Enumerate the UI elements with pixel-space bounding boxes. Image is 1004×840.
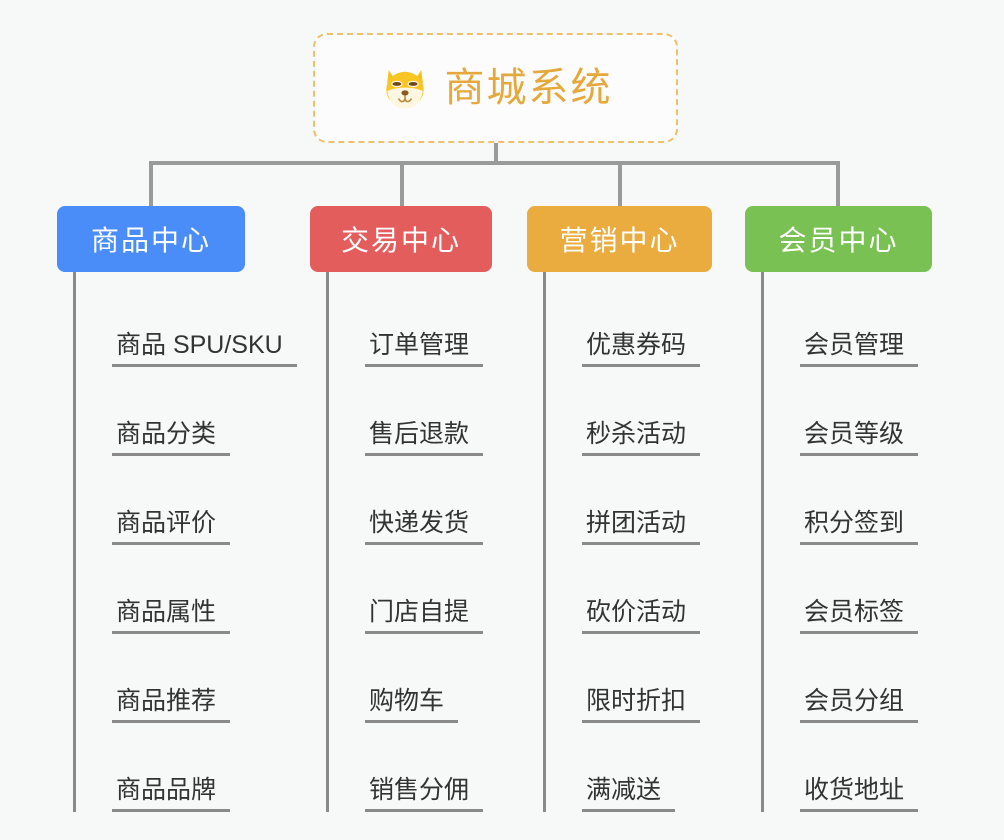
list-item-label: 会员等级 (800, 419, 919, 456)
list-item-label: 销售分佣 (365, 775, 484, 812)
list-item-label: 商品评价 (112, 508, 231, 545)
list-item[interactable]: 砍价活动 (546, 545, 712, 634)
list-item-label: 会员标签 (800, 597, 919, 634)
list-item-label: 优惠券码 (582, 330, 701, 367)
list-item-label: 会员分组 (800, 686, 919, 723)
list-item-label: 商品 SPU/SKU (112, 330, 297, 367)
connector-drop-3 (618, 161, 622, 208)
list-item[interactable]: 秒杀活动 (546, 367, 712, 456)
shiba-dog-face-icon (385, 70, 424, 109)
connector-drop-2 (400, 161, 404, 208)
branch-header-label: 商品中心 (90, 225, 211, 256)
list-item-label: 积分签到 (800, 508, 919, 545)
list-item-label: 商品推荐 (112, 686, 231, 723)
list-item-label: 商品分类 (112, 419, 231, 456)
list-item-label: 拼团活动 (582, 508, 701, 545)
list-item[interactable]: 商品推荐 (76, 634, 297, 723)
list-item-label: 会员管理 (800, 330, 919, 367)
branch-header-label: 会员中心 (778, 225, 899, 256)
branch-header-transaction-center[interactable]: 交易中心 (310, 206, 492, 272)
list-item[interactable]: 积分签到 (764, 456, 932, 545)
list-item-label: 门店自提 (365, 597, 484, 634)
list-item[interactable]: 商品品牌 (76, 723, 297, 812)
list-item[interactable]: 满减送 (546, 723, 712, 812)
list-item[interactable]: 会员等级 (764, 367, 932, 456)
list-item[interactable]: 会员标签 (764, 545, 932, 634)
connector-root-stem (494, 143, 498, 163)
connector-horizontal-bus (149, 161, 837, 165)
list-item[interactable]: 销售分佣 (329, 723, 492, 812)
list-item-label: 快递发货 (365, 508, 484, 545)
connector-drop-1 (149, 161, 153, 208)
list-item-label: 商品属性 (112, 597, 231, 634)
list-item[interactable]: 拼团活动 (546, 456, 712, 545)
list-item[interactable]: 会员分组 (764, 634, 932, 723)
branch-product-center: 商品中心 商品 SPU/SKU 商品分类 商品评价 商品属性 商品推荐 商品品牌 (57, 206, 297, 812)
branch-header-member-center[interactable]: 会员中心 (745, 206, 932, 272)
branch-header-marketing-center[interactable]: 营销中心 (527, 206, 712, 272)
list-item-label: 砍价活动 (582, 597, 701, 634)
branch-header-label: 营销中心 (559, 225, 680, 256)
list-item-label: 限时折扣 (582, 686, 701, 723)
list-item[interactable]: 订单管理 (329, 278, 492, 367)
list-item[interactable]: 商品属性 (76, 545, 297, 634)
list-item[interactable]: 商品评价 (76, 456, 297, 545)
list-item[interactable]: 快递发货 (329, 456, 492, 545)
branch-transaction-center: 交易中心 订单管理 售后退款 快递发货 门店自提 购物车 销售分佣 (310, 206, 492, 812)
branch-body: 优惠券码 秒杀活动 拼团活动 砍价活动 限时折扣 满减送 (543, 272, 712, 812)
branch-header-product-center[interactable]: 商品中心 (57, 206, 245, 272)
branch-body: 订单管理 售后退款 快递发货 门店自提 购物车 销售分佣 (326, 272, 492, 812)
branch-header-label: 交易中心 (340, 225, 461, 256)
list-item-label: 满减送 (582, 775, 676, 812)
list-item[interactable]: 收货地址 (764, 723, 932, 812)
list-item-label: 秒杀活动 (582, 419, 701, 456)
list-item[interactable]: 购物车 (329, 634, 492, 723)
list-item-label: 售后退款 (365, 419, 484, 456)
branch-member-center: 会员中心 会员管理 会员等级 积分签到 会员标签 会员分组 收货地址 (745, 206, 932, 812)
root-node[interactable]: 商城系统 (313, 33, 678, 143)
branch-body: 会员管理 会员等级 积分签到 会员标签 会员分组 收货地址 (761, 272, 932, 812)
branch-body: 商品 SPU/SKU 商品分类 商品评价 商品属性 商品推荐 商品品牌 (73, 272, 297, 812)
root-title: 商城系统 (444, 66, 613, 110)
list-item[interactable]: 限时折扣 (546, 634, 712, 723)
list-item[interactable]: 商品分类 (76, 367, 297, 456)
list-item[interactable]: 商品 SPU/SKU (76, 278, 297, 367)
list-item[interactable]: 会员管理 (764, 278, 932, 367)
list-item[interactable]: 门店自提 (329, 545, 492, 634)
list-item-label: 商品品牌 (112, 775, 231, 812)
connector-drop-4 (836, 161, 840, 208)
branch-marketing-center: 营销中心 优惠券码 秒杀活动 拼团活动 砍价活动 限时折扣 满减送 (527, 206, 712, 812)
list-item-label: 订单管理 (365, 330, 484, 367)
list-item[interactable]: 售后退款 (329, 367, 492, 456)
list-item-label: 收货地址 (800, 775, 919, 812)
list-item[interactable]: 优惠券码 (546, 278, 712, 367)
list-item-label: 购物车 (365, 686, 459, 723)
